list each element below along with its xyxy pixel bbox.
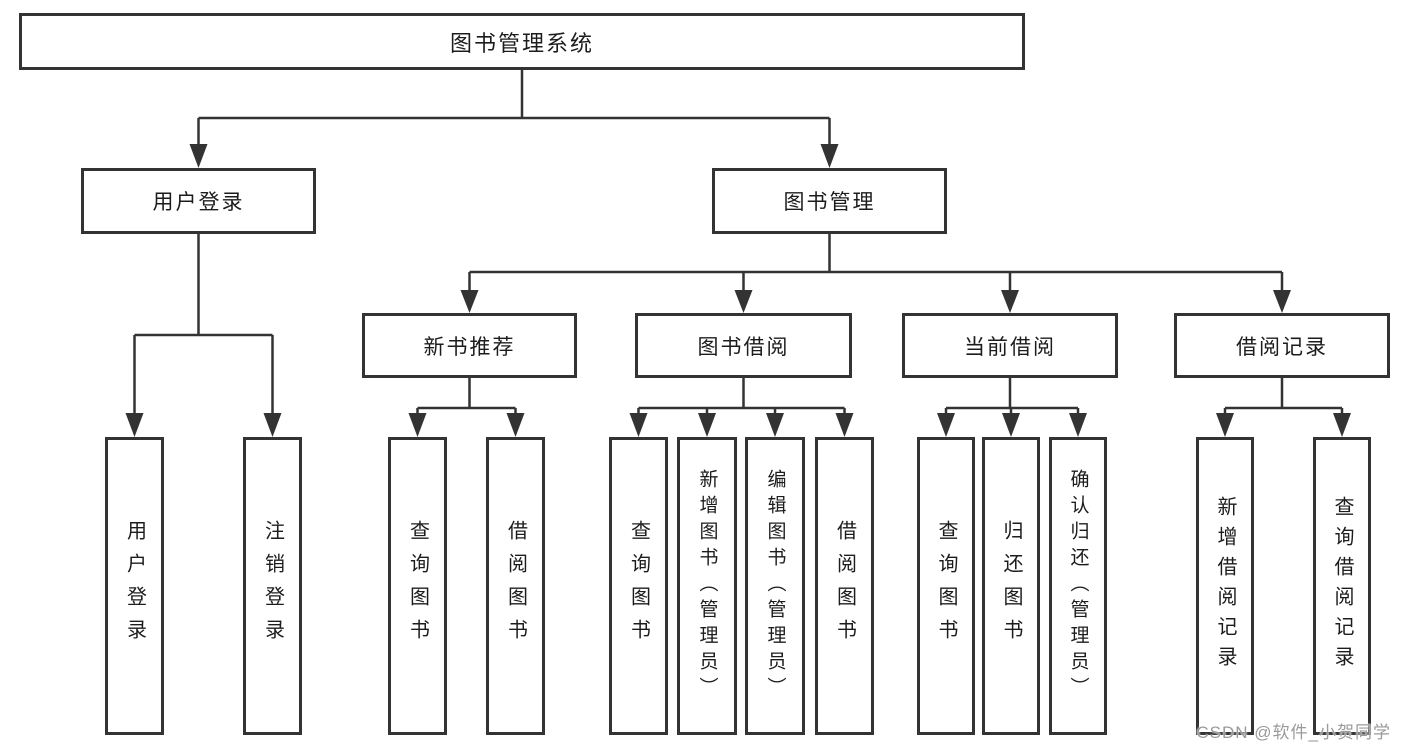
node-user-login-branch: 用户登录 bbox=[81, 168, 316, 234]
leaf-current-confirm-return-admin: 确认归还（管理员） bbox=[1049, 437, 1107, 735]
leaf-recommend-query-books: 查询图书 bbox=[388, 437, 447, 735]
leaf-current-query-books: 查询图书 bbox=[917, 437, 975, 735]
node-borrow-record: 借阅记录 bbox=[1174, 313, 1390, 378]
connector-strokes bbox=[133, 70, 1344, 414]
leaf-borrow-borrow-books-label: 借阅图书 bbox=[833, 520, 856, 652]
leaf-current-return-books: 归还图书 bbox=[982, 437, 1040, 735]
node-new-book-recommend-label: 新书推荐 bbox=[423, 335, 516, 359]
leaf-current-return-books-label: 归还图书 bbox=[1000, 520, 1022, 652]
arrowheads bbox=[125, 144, 1351, 437]
leaf-borrow-edit-books-admin: 编辑图书（管理员） bbox=[745, 437, 805, 735]
leaf-recommend-borrow-books: 借阅图书 bbox=[486, 437, 545, 735]
node-book-borrow: 图书借阅 bbox=[635, 313, 852, 378]
node-library-system-label: 图书管理系统 bbox=[449, 30, 594, 56]
leaf-borrow-edit-books-admin-label: 编辑图书（管理员） bbox=[764, 469, 786, 703]
leaf-recommend-query-books-label: 查询图书 bbox=[406, 520, 429, 652]
leaf-record-add-borrow-record-label: 新增借阅记录 bbox=[1214, 496, 1236, 676]
leaf-logout: 注销登录 bbox=[243, 437, 302, 735]
leaf-user-login-label: 用户登录 bbox=[123, 520, 146, 652]
leaf-record-add-borrow-record: 新增借阅记录 bbox=[1196, 437, 1254, 735]
node-book-management-branch-label: 图书管理 bbox=[783, 191, 876, 214]
leaf-borrow-add-books-admin: 新增图书（管理员） bbox=[677, 437, 737, 735]
node-current-borrow: 当前借阅 bbox=[902, 313, 1118, 378]
leaf-borrow-query-books: 查询图书 bbox=[609, 437, 668, 735]
leaf-borrow-query-books-label: 查询图书 bbox=[627, 520, 650, 652]
leaf-borrow-add-books-admin-label: 新增图书（管理员） bbox=[696, 469, 718, 703]
leaf-user-login: 用户登录 bbox=[105, 437, 164, 735]
node-library-system: 图书管理系统 bbox=[19, 13, 1025, 70]
node-current-borrow-label: 当前借阅 bbox=[964, 335, 1056, 359]
leaf-record-query-borrow-record: 查询借阅记录 bbox=[1313, 437, 1371, 735]
leaf-current-query-books-label: 查询图书 bbox=[935, 520, 957, 652]
csdn-watermark: CSDN @软件_小贺同学 bbox=[1196, 723, 1391, 742]
node-borrow-record-label: 借阅记录 bbox=[1236, 335, 1328, 359]
node-book-borrow-label: 图书借阅 bbox=[697, 335, 790, 359]
node-book-management-branch: 图书管理 bbox=[712, 168, 947, 234]
leaf-current-confirm-return-admin-label: 确认归还（管理员） bbox=[1067, 469, 1089, 703]
node-user-login-branch-label: 用户登录 bbox=[152, 191, 245, 214]
node-new-book-recommend: 新书推荐 bbox=[362, 313, 577, 378]
leaf-logout-label: 注销登录 bbox=[261, 520, 284, 652]
leaf-record-query-borrow-record-label: 查询借阅记录 bbox=[1331, 496, 1353, 676]
leaf-borrow-borrow-books: 借阅图书 bbox=[815, 437, 874, 735]
leaf-recommend-borrow-books-label: 借阅图书 bbox=[504, 520, 527, 652]
